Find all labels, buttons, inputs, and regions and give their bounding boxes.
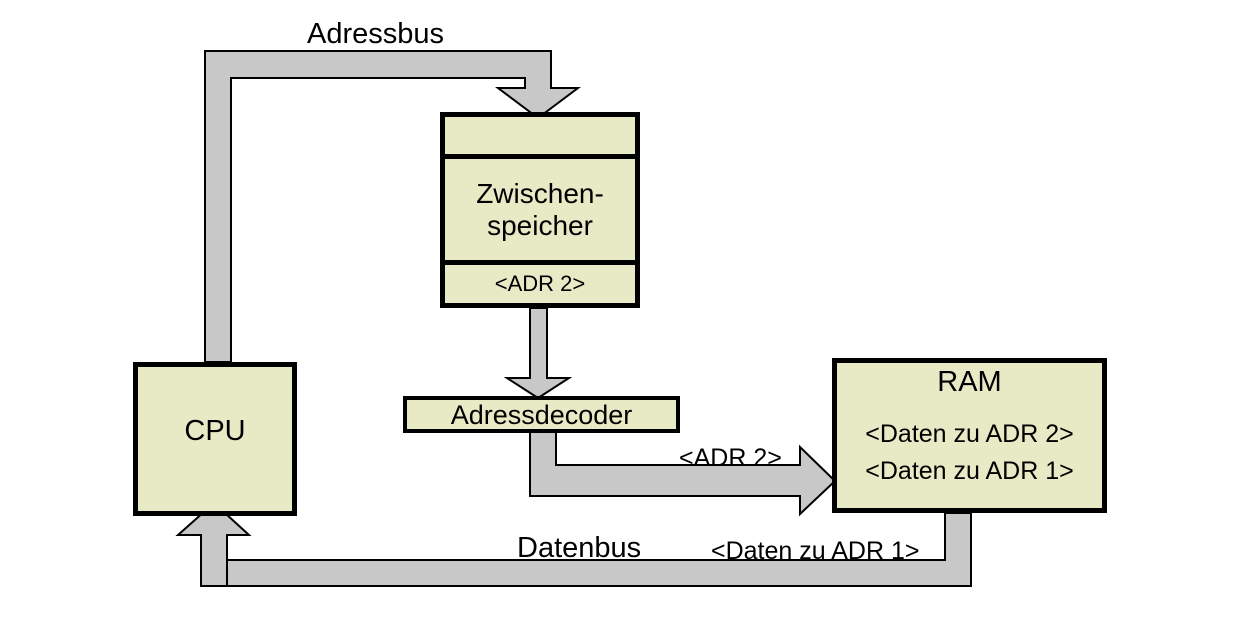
datenbus-label: Datenbus (517, 532, 642, 564)
adressdecoder-to-ram-arrow (529, 431, 837, 517)
ram-row-0: <Daten zu ADR 2> (865, 420, 1074, 448)
node-adressdecoder[interactable] (403, 396, 680, 433)
adressbus-path (204, 50, 581, 363)
cpu-label: CPU (184, 415, 246, 447)
zwischenspeicher-top-cell (445, 117, 635, 159)
zwischenspeicher-label-line2: speicher (487, 209, 593, 241)
adressbus-label: Adressbus (307, 18, 445, 50)
node-cpu[interactable] (133, 362, 297, 516)
datenbus-arrowhead (175, 501, 252, 587)
decoder-to-ram-label: <ADR 2> (679, 444, 782, 472)
node-zwischenspeicher[interactable]: Zwischen- speicher <ADR 2> (440, 112, 640, 308)
node-ram[interactable] (832, 358, 1107, 513)
ram-row-1: <Daten zu ADR 1> (865, 457, 1074, 485)
zwischenspeicher-bottom-cell: <ADR 2> (445, 265, 635, 303)
datenbus-payload-label: <Daten zu ADR 1> (711, 537, 920, 565)
zwischenspeicher-to-adressdecoder-arrow (503, 307, 573, 400)
adressdecoder-label: Adressdecoder (450, 400, 633, 430)
ram-title: RAM (937, 366, 1002, 398)
zwischenspeicher-label-line1: Zwischen- (476, 178, 604, 210)
zwischenspeicher-label: Zwischen- speicher (445, 159, 635, 265)
